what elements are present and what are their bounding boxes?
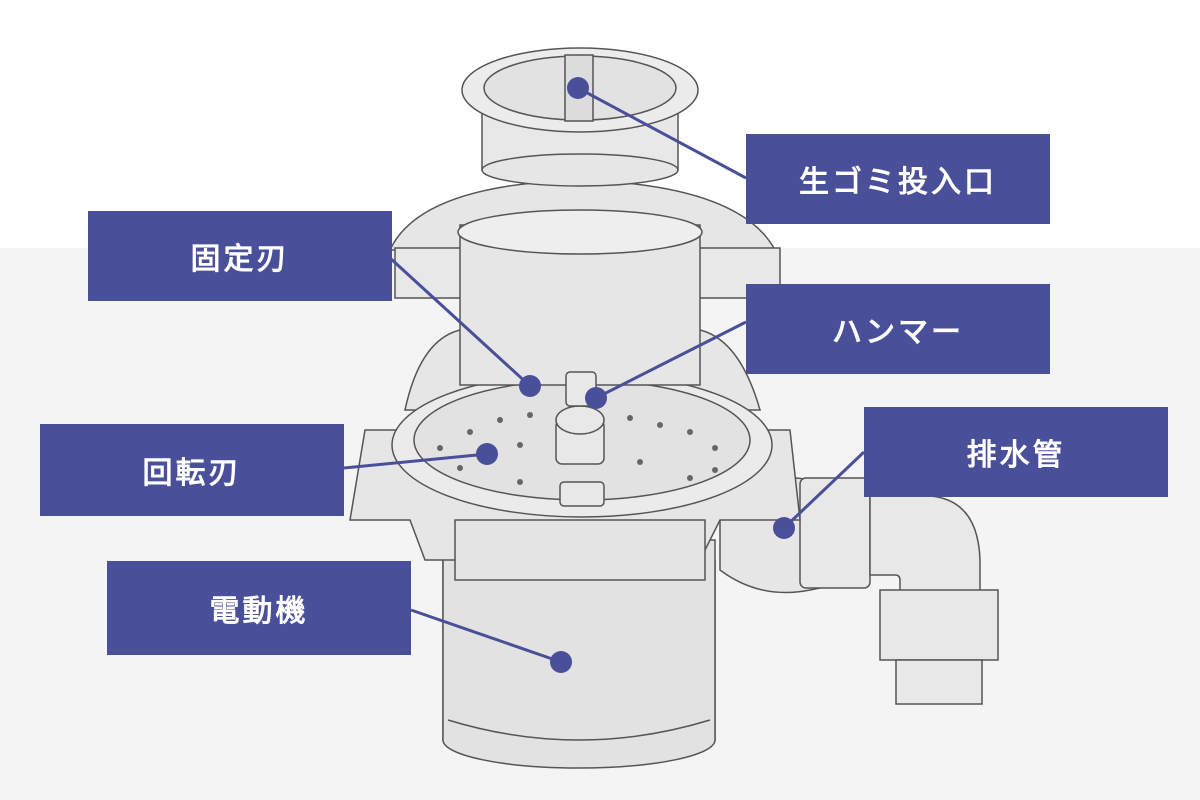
label-motor: 電動機 <box>107 561 411 655</box>
leader-line-hammer <box>595 320 747 400</box>
marker-rotary-blade <box>476 443 498 465</box>
leader-line-inlet <box>577 86 747 180</box>
marker-fixed-blade <box>519 375 541 397</box>
marker-motor <box>550 651 572 673</box>
leader-line-drain-pipe <box>782 450 866 530</box>
marker-inlet <box>567 77 589 99</box>
leader-line-rotary-blade <box>343 452 488 470</box>
marker-drain-pipe <box>773 517 795 539</box>
label-fixed-blade: 固定刃 <box>88 211 392 301</box>
leader-line-motor <box>410 608 562 664</box>
label-rotary-blade: 回転刃 <box>40 424 344 516</box>
leader-line-fixed-blade <box>388 256 532 388</box>
label-drain-pipe: 排水管 <box>864 407 1168 497</box>
label-hammer: ハンマー <box>746 284 1050 374</box>
marker-hammer <box>585 387 607 409</box>
label-inlet: 生ゴミ投入口 <box>746 134 1050 224</box>
inlet-ring <box>461 47 699 187</box>
hammer-shapes <box>555 371 605 507</box>
